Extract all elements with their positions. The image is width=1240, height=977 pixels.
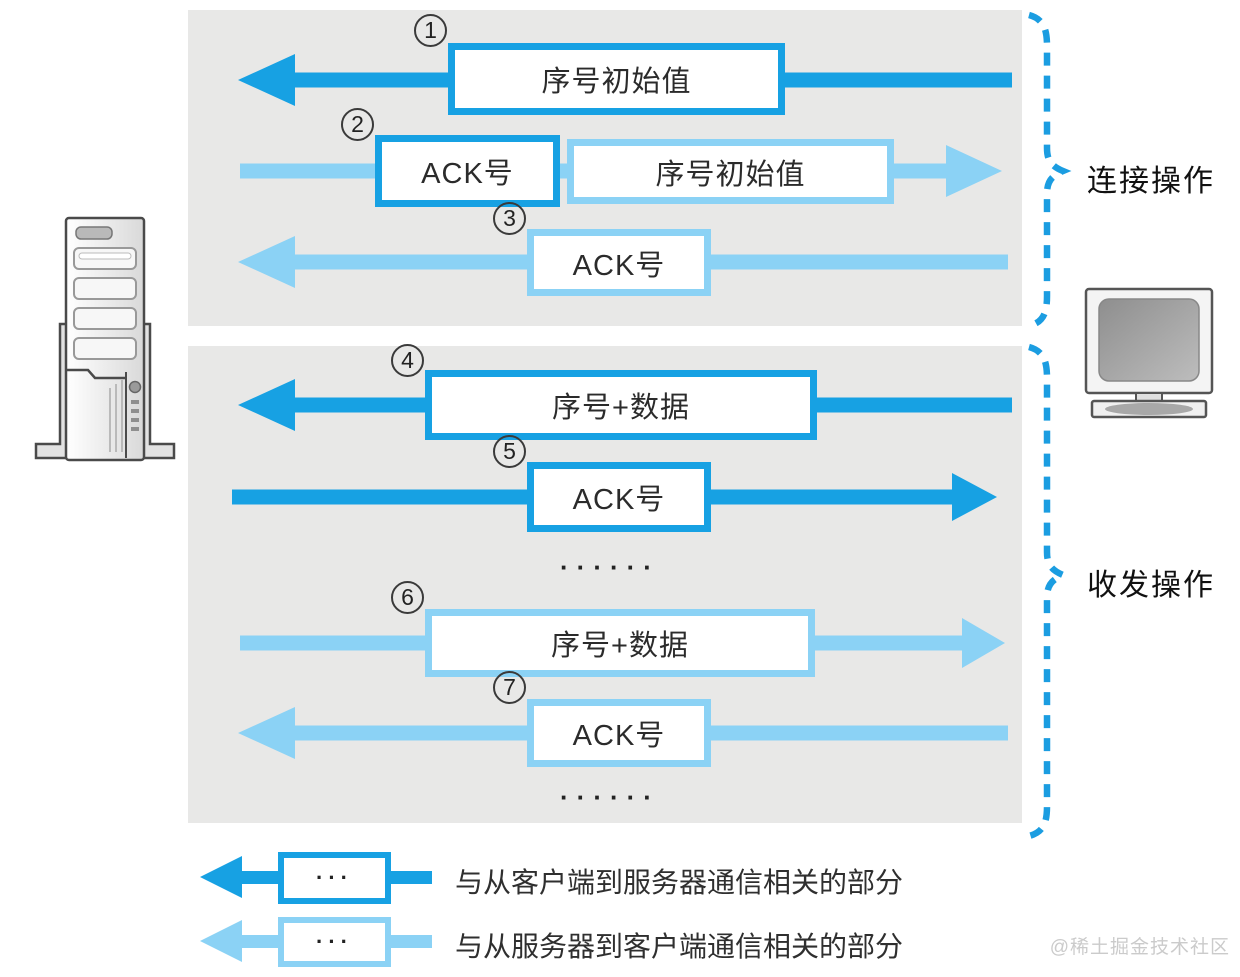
message-box-seq-data-4: 序号+数据: [425, 370, 817, 440]
message-box-ack-5: ACK号: [527, 462, 711, 532]
transfer-group-label: 收发操作: [1087, 569, 1215, 602]
ellipsis-row-2: ······: [560, 782, 660, 812]
step-number-4: 4: [391, 344, 424, 377]
legend-text-server: 与从服务器到客户端通信相关的部分: [455, 931, 904, 962]
step-number-1: 1: [414, 14, 447, 47]
step-number-6: 6: [391, 581, 424, 614]
watermark: @稀土掘金技术社区: [1049, 937, 1230, 958]
step-number-2: 2: [341, 108, 374, 141]
message-box-initial-seq-1: 序号初始值: [448, 43, 785, 115]
connection-group-label: 连接操作: [1087, 165, 1215, 198]
monitor-illustration: [1084, 287, 1214, 419]
message-box-initial-seq-2: 序号初始值: [567, 139, 894, 204]
server-illustration: [34, 216, 176, 462]
step-number-5: 5: [493, 435, 526, 468]
legend-text-client: 与从客户端到服务器通信相关的部分: [455, 867, 904, 898]
legend-box-server: ···: [278, 917, 391, 967]
step-number-7: 7: [493, 671, 526, 704]
message-box-ack-3: ACK号: [527, 229, 711, 296]
legend-box-client: ···: [278, 852, 391, 904]
ellipsis-row-1: ······: [560, 552, 660, 582]
transfer-brace: [1027, 343, 1072, 840]
message-box-seq-data-6: 序号+数据: [425, 609, 815, 677]
message-box-ack-2: ACK号: [375, 135, 560, 207]
connection-brace: [1027, 11, 1072, 330]
step-number-3: 3: [493, 202, 526, 235]
message-box-ack-7: ACK号: [527, 699, 711, 767]
